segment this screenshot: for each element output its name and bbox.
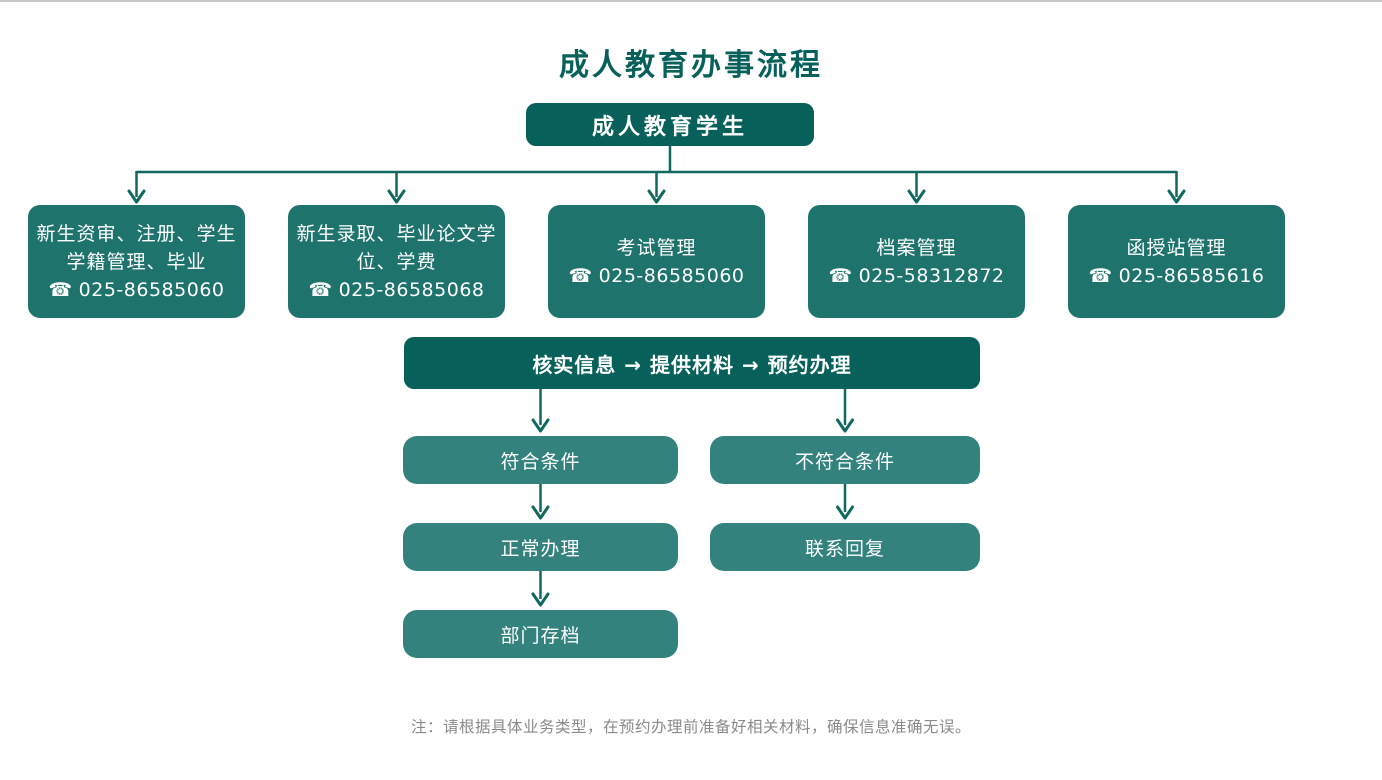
top-divider [0, 0, 1382, 2]
flow-node-label: 部门存档 [500, 624, 581, 647]
root-node-adult-education-student: 成人教育学生 [526, 103, 814, 146]
dept-phone-line: ☎ 025-86585060 [569, 262, 745, 290]
phone-number: 025-58312872 [858, 264, 1005, 287]
flow-right-arrowhead [836, 505, 854, 520]
dept-label-line: 档案管理 [876, 236, 957, 259]
dept-node-correspondence-station: 函授站管理 ☎ 025-86585616 [1068, 205, 1285, 318]
branch-arrowhead [907, 189, 926, 204]
dept-phone-line: ☎ 025-86585068 [309, 276, 485, 304]
dept-phone-line: ☎ 025-58312872 [829, 262, 1005, 290]
dept-label-line: 学籍管理、毕业 [66, 250, 207, 273]
flow-node-meets-conditions: 符合条件 [403, 436, 678, 484]
dept-label-line: 考试管理 [616, 236, 697, 259]
flow-left-arrowhead [531, 505, 550, 520]
flow-node-normal-processing: 正常办理 [403, 523, 678, 571]
flow-node-label: 不符合条件 [794, 450, 895, 473]
flow-node-contact-reply: 联系回复 [710, 523, 980, 571]
dept-label-line: 新生录取、毕业论文学 [296, 222, 497, 245]
branch-arrowhead [1167, 189, 1186, 204]
dept-node-registration: 新生资审、注册、学生 学籍管理、毕业 ☎ 025-86585060 [28, 205, 245, 318]
process-steps-label: 核实信息 → 提供材料 → 预约办理 [532, 352, 852, 377]
phone-number: 025-86585616 [1118, 264, 1265, 287]
dept-node-admission-tuition: 新生录取、毕业论文学 位、学费 ☎ 025-86585068 [288, 205, 505, 318]
dept-label-line: 位、学费 [356, 250, 437, 273]
flow-node-label: 联系回复 [804, 537, 885, 560]
phone-icon: ☎ [1088, 264, 1113, 287]
phone-number: 025-86585068 [338, 278, 485, 301]
dept-phone-line: ☎ 025-86585060 [49, 276, 225, 304]
flow-node-not-meets-conditions: 不符合条件 [710, 436, 980, 484]
flow-node-label: 符合条件 [500, 450, 581, 473]
dept-label-line: 新生资审、注册、学生 [36, 222, 237, 245]
process-steps-node: 核实信息 → 提供材料 → 预约办理 [404, 337, 980, 389]
phone-icon: ☎ [48, 278, 73, 301]
process-left-arrowhead [531, 418, 550, 433]
phone-number: 025-86585060 [78, 278, 225, 301]
root-node-label: 成人教育学生 [591, 114, 748, 140]
process-right-arrowhead [836, 418, 854, 433]
page-title: 成人教育办事流程 [559, 48, 823, 83]
phone-icon: ☎ [828, 264, 853, 287]
dept-label-line: 函授站管理 [1126, 236, 1227, 259]
dept-node-archive-management: 档案管理 ☎ 025-58312872 [808, 205, 1025, 318]
branch-arrowhead [127, 189, 146, 204]
flow-archive-arrowhead [531, 592, 550, 607]
footer-note: 注：请根据具体业务类型，在预约办理前准备好相关材料，确保信息准确无误。 [410, 718, 971, 736]
phone-icon: ☎ [308, 278, 333, 301]
phone-icon: ☎ [568, 264, 593, 287]
branch-arrowhead [647, 189, 666, 204]
dept-phone-line: ☎ 025-86585616 [1089, 262, 1265, 290]
flow-node-label: 正常办理 [500, 537, 581, 560]
flow-node-department-archive: 部门存档 [403, 610, 678, 658]
dept-node-exam-management: 考试管理 ☎ 025-86585060 [548, 205, 765, 318]
phone-number: 025-86585060 [598, 264, 745, 287]
branch-arrowhead [387, 189, 406, 204]
